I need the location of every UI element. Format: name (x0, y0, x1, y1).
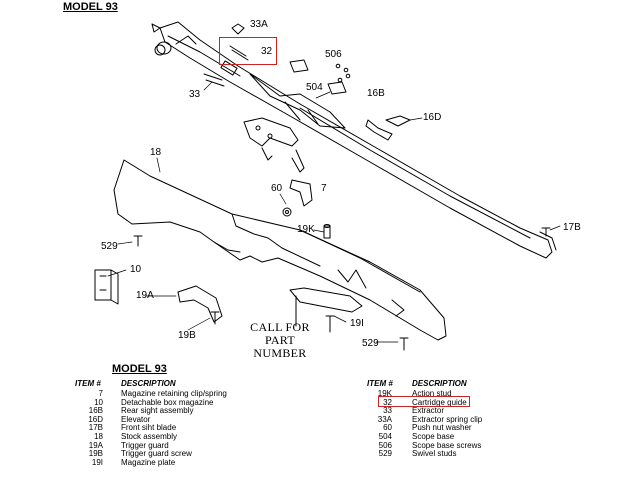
right-item-description: Swivel studs (412, 449, 457, 459)
left-item-number: 16B (88, 406, 103, 416)
left-item-description: Rear sight assembly (121, 406, 194, 416)
stock (113, 159, 447, 341)
callout-7: 7 (321, 183, 327, 194)
part-33a (231, 23, 245, 35)
callout-19b: 19B (178, 330, 196, 341)
call-note-line1: CALL FOR (250, 320, 310, 334)
part-16d (385, 115, 411, 127)
part-7 (289, 179, 313, 207)
callout-504: 504 (306, 82, 323, 93)
trigger-group (243, 117, 305, 173)
callout-19i: 19I (350, 318, 364, 329)
left-item-number: 19A (88, 440, 103, 450)
left-item-number: 19B (88, 449, 103, 459)
callout-33: 33 (189, 89, 201, 100)
callout-16b: 16B (367, 88, 385, 99)
right-item-number: 529 (378, 449, 392, 459)
right-desc-header: DESCRIPTION (412, 379, 467, 388)
right-item-number: 33A (377, 414, 392, 424)
part-19a (177, 285, 223, 323)
left-item-number: 18 (94, 432, 103, 441)
right-item-header: ITEM # (367, 379, 393, 388)
part-16b (365, 119, 393, 141)
left-item-number: 10 (94, 397, 103, 407)
callout-19k: 19K (297, 224, 315, 235)
part-60 (282, 207, 292, 217)
screws (133, 227, 551, 351)
left-item-description: Front siht blade (121, 423, 177, 433)
right-item-number: 60 (383, 423, 392, 433)
left-item-number: 16D (88, 414, 103, 424)
callout-16d: 16D (423, 112, 442, 123)
right-item-description: Scope base screws (412, 440, 482, 450)
right-item-number: 32 (383, 397, 392, 407)
left-item-number: 19I (91, 457, 103, 467)
callout-17b: 17B (563, 222, 581, 233)
left-item-description: Magazine plate (121, 457, 176, 467)
left-item-description: Trigger guard (121, 440, 169, 450)
callout-33a: 33A (250, 19, 268, 30)
right-item-number: 19K (377, 389, 392, 398)
part-19i (289, 287, 363, 313)
table-title: MODEL 93 (112, 363, 167, 375)
callout-529-lower: 529 (362, 338, 379, 349)
left-item-description: Detachable box magazine (121, 397, 214, 407)
right-item-description: Scope base (412, 432, 455, 441)
left-item-description: Trigger guard screw (121, 449, 192, 459)
callout-32: 32 (261, 46, 273, 57)
right-item-number: 33 (383, 406, 392, 416)
part-506 (335, 63, 351, 83)
callout-10: 10 (130, 264, 142, 275)
call-note: CALL FOR PART NUMBER (238, 321, 322, 360)
right-item-description: Cartridge guide (412, 397, 467, 407)
part-10 (94, 269, 119, 305)
call-note-line2: PART NUMBER (253, 333, 307, 360)
barreled-action (151, 21, 557, 259)
callout-18: 18 (150, 147, 162, 158)
left-item-header: ITEM # (75, 379, 101, 388)
part-33 (203, 73, 225, 87)
callout-60: 60 (271, 183, 283, 194)
highlight-box-32 (219, 37, 277, 65)
page-title: MODEL 93 (63, 1, 118, 13)
left-desc-header: DESCRIPTION (121, 379, 176, 388)
left-item-number: 17B (88, 423, 103, 433)
left-item-description: Stock assembly (121, 432, 178, 441)
right-item-number: 506 (378, 440, 392, 450)
callout-506: 506 (325, 49, 342, 60)
highlight-row-32 (378, 396, 470, 407)
left-item-description: Magazine retaining clip/spring (121, 389, 227, 398)
callout-529-upper: 529 (101, 241, 118, 252)
part-32 (229, 45, 249, 61)
right-item-description: Action stud (412, 389, 452, 398)
left-item-description: Elevator (121, 414, 151, 424)
part-504 (289, 59, 347, 95)
right-item-description: Extractor spring clip (412, 414, 483, 424)
callout-19a: 19A (136, 290, 154, 301)
left-item-number: 7 (98, 389, 103, 398)
right-item-description: Push nut washer (412, 423, 472, 433)
right-item-description: Extractor (412, 406, 445, 416)
right-item-number: 504 (378, 432, 392, 441)
part-19k (323, 224, 331, 239)
